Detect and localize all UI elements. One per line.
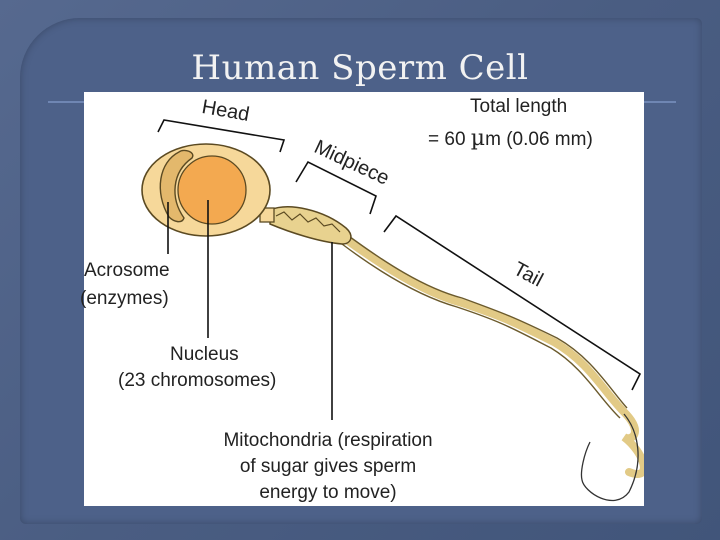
acrosome-label: Acrosome <box>84 260 170 281</box>
tail-outline-lower <box>341 243 621 419</box>
total-length-prefix: = 60 <box>428 129 471 150</box>
mitochondria-label-line3: energy to move) <box>259 482 397 503</box>
nucleus-label: Nucleus <box>170 344 239 365</box>
midpiece-spiral <box>275 211 341 233</box>
slide-title: Human Sperm Cell <box>191 48 529 88</box>
title-rule-left <box>48 101 84 103</box>
nucleus-detail: (23 chromosomes) <box>118 370 277 391</box>
total-length-label: Total length <box>470 96 568 117</box>
tail-bracket <box>383 214 642 391</box>
total-length-suffix: m (0.06 mm) <box>485 129 593 150</box>
mitochondria-label-line2: of sugar gives sperm <box>239 456 417 477</box>
tail-shape <box>340 234 644 478</box>
acrosome-detail: (enzymes) <box>80 288 169 309</box>
micro-symbol: µ <box>470 126 486 151</box>
tail-end-filament <box>580 413 639 502</box>
head-bracket <box>157 119 286 153</box>
tail-outline <box>345 233 628 409</box>
sperm-diagram: Head Midpiece Tail Total length = 60 µm … <box>80 92 644 506</box>
nucleus-shape <box>177 155 247 225</box>
total-length-value: = 60 µm (0.06 mm) <box>428 128 593 151</box>
sperm-illustration <box>141 119 644 502</box>
title-rule-right <box>644 101 676 103</box>
midpiece-shape <box>269 206 352 245</box>
mitochondria-label-line1: Mitochondria (respiration <box>223 430 433 451</box>
midpiece-bracket <box>295 160 377 215</box>
